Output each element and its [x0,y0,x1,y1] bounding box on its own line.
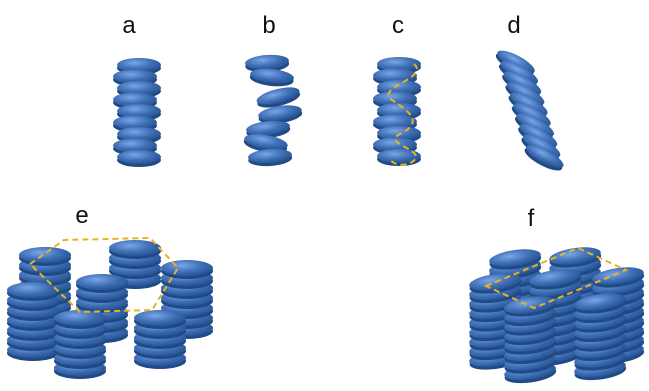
panel-label-b: b [262,12,275,39]
panel-label-d: d [507,12,520,39]
panel-c-helical-stack [373,57,421,166]
rectangle-outline [483,246,629,310]
disc-e [134,310,186,329]
disc-e [76,274,128,293]
panel-f-rectangular-lattice [469,246,645,384]
panel-b-tilted-stack [243,54,303,167]
disc-b [249,68,294,87]
disc-f [529,269,582,290]
panel-label-e: e [75,202,88,229]
helix-outline [387,63,418,166]
disc-f [592,267,645,288]
disc-e [19,247,71,266]
disc-e [109,240,161,259]
disc-b [256,87,301,108]
hexagon-outline [28,236,180,314]
disc-c [377,149,421,166]
disc-e [54,310,106,329]
disc-f [489,249,542,270]
panel-label-a: a [122,12,136,39]
disc-b [248,148,293,167]
disc-b [245,54,290,73]
disc-a [117,150,161,167]
disc-e [7,282,59,301]
disc-e [161,260,213,279]
panel-e-hexagonal-lattice [7,236,213,379]
panel-a-columnar-stack [113,58,161,167]
disc-b [258,105,303,124]
disc-d [524,145,564,171]
panel-label-f: f [528,205,535,232]
panel-label-c: c [392,12,404,39]
disc-f [574,293,627,314]
panel-d-tilted-stack [495,50,564,171]
disc-b [246,120,291,139]
